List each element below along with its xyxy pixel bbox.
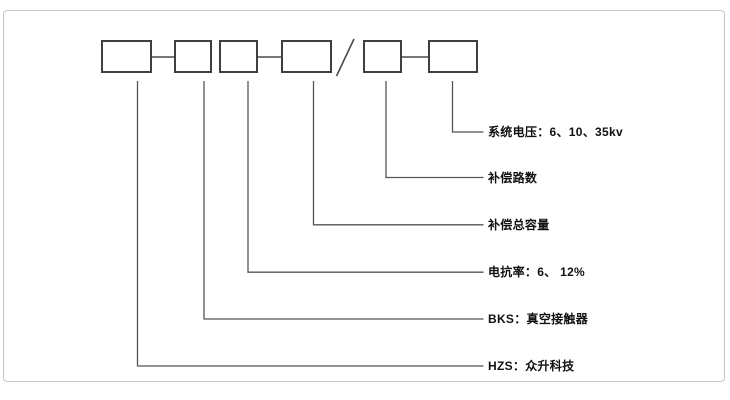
code-box-2 [174,40,212,73]
lead-line-reactance-rate [247,81,484,273]
label-bks-vacuum-contactor: BKS：真空接触器 [488,312,589,326]
code-box-4 [281,40,332,73]
code-box-1 [101,40,152,73]
lead-line-system-voltage [451,81,484,133]
lead-line-bks [203,81,484,320]
code-box-5 [363,40,402,73]
code-box-6 [428,40,478,73]
label-total-compensation-capacity: 补偿总容量 [488,218,550,232]
label-system-voltage: 系统电压：6、10、35kv [488,125,623,139]
lead-line-compensation-circuits [385,81,484,179]
label-compensation-circuits: 补偿路数 [488,171,538,185]
label-hzs-company: HZS：众升科技 [488,359,575,373]
lead-line-hzs [136,81,484,367]
code-box-3 [219,40,258,73]
slash-separator [335,38,355,77]
label-reactance-rate: 电抗率：6、 12% [488,265,586,279]
lead-line-total-capacity [312,81,484,226]
